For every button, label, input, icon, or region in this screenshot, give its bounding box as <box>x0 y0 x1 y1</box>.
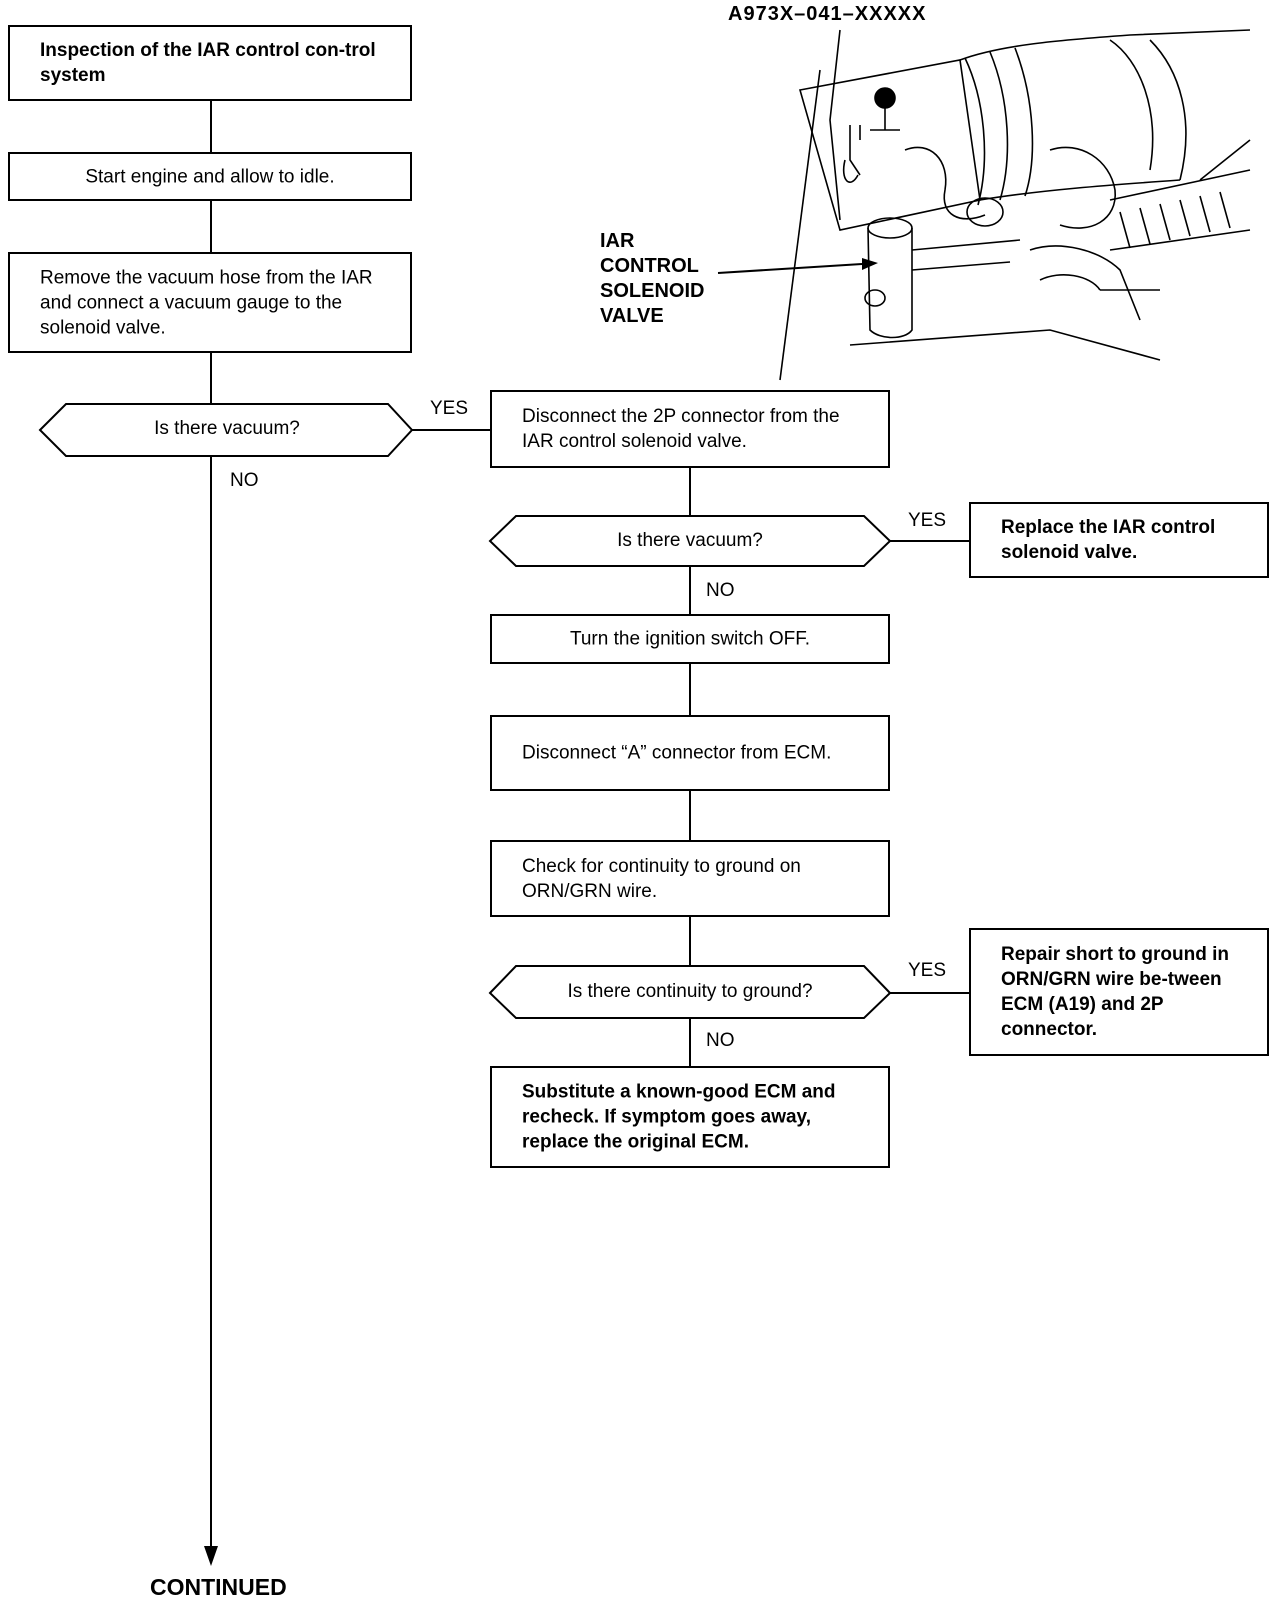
step-disconnect-a-text: Disconnect “A” connector from ECM. <box>522 742 832 764</box>
engine-illustration <box>779 29 1251 381</box>
callout-label: IAR CONTROL SOLENOID VALVE <box>600 229 704 329</box>
replace-solenoid-box: Replace the IAR control solenoid valve. <box>969 502 1269 578</box>
decision-shape-d1 <box>38 403 414 457</box>
replace-solenoid-text: Replace the IAR control solenoid valve. <box>1001 517 1216 563</box>
step-ignition-off-box: Turn the ignition switch OFF. <box>490 614 890 664</box>
substitute-ecm-text: Substitute a known-good ECM and recheck.… <box>522 1081 836 1153</box>
callout-line-3: SOLENOID <box>600 280 705 302</box>
down-arrow-icon <box>204 1546 218 1566</box>
step-disconnect-2p-box: Disconnect the 2P connector from the IAR… <box>490 390 890 468</box>
step-start-engine-box: Start engine and allow to idle. <box>8 152 412 201</box>
no-label-2: NO <box>706 580 735 601</box>
decision-continuity: Is there continuity to ground? <box>567 981 813 1002</box>
part-number: A973X–041–XXXXX <box>728 3 927 25</box>
step-inspection-text: Inspection of the IAR control con-trol s… <box>40 40 376 86</box>
step-disconnect-2p-text: Disconnect the 2P connector from the IAR… <box>522 406 840 452</box>
substitute-ecm-box: Substitute a known-good ECM and recheck.… <box>490 1066 890 1168</box>
callout-arrow-icon <box>862 258 878 270</box>
step-check-continuity-text: Check for continuity to ground on ORN/GR… <box>522 855 801 902</box>
step-remove-hose-text: Remove the vacuum hose from the IAR and … <box>40 267 373 338</box>
repair-short-box: Repair short to ground in ORN/GRN wire b… <box>969 928 1269 1056</box>
yes-label-3: YES <box>908 960 947 981</box>
no-label-1: NO <box>230 470 259 491</box>
callout-line-4: VALVE <box>600 305 664 327</box>
callout-leader <box>717 263 863 274</box>
continued-label: CONTINUED <box>150 1574 287 1600</box>
decision-vacuum-1: Is there vacuum? <box>154 418 300 439</box>
repair-short-text: Repair short to ground in ORN/GRN wire b… <box>1001 944 1229 1040</box>
step-check-continuity-box: Check for continuity to ground on ORN/GR… <box>490 840 890 917</box>
callout-line-1: IAR <box>600 230 635 252</box>
no-label-3: NO <box>706 1030 735 1051</box>
decision-vacuum-2: Is there vacuum? <box>617 530 763 551</box>
step-inspection-box: Inspection of the IAR control con-trol s… <box>8 25 412 101</box>
step-start-engine-text: Start engine and allow to idle. <box>85 166 335 187</box>
step-remove-hose-box: Remove the vacuum hose from the IAR and … <box>8 252 412 353</box>
decision-shape-d2 <box>488 515 892 567</box>
step-disconnect-a-box: Disconnect “A” connector from ECM. <box>490 715 890 791</box>
step-ignition-off-text: Turn the ignition switch OFF. <box>569 628 811 650</box>
callout-line-2: CONTROL <box>600 255 699 277</box>
yes-label-1: YES <box>430 398 469 419</box>
decision-shape-d3 <box>488 965 892 1019</box>
yes-label-2: YES <box>908 510 947 531</box>
